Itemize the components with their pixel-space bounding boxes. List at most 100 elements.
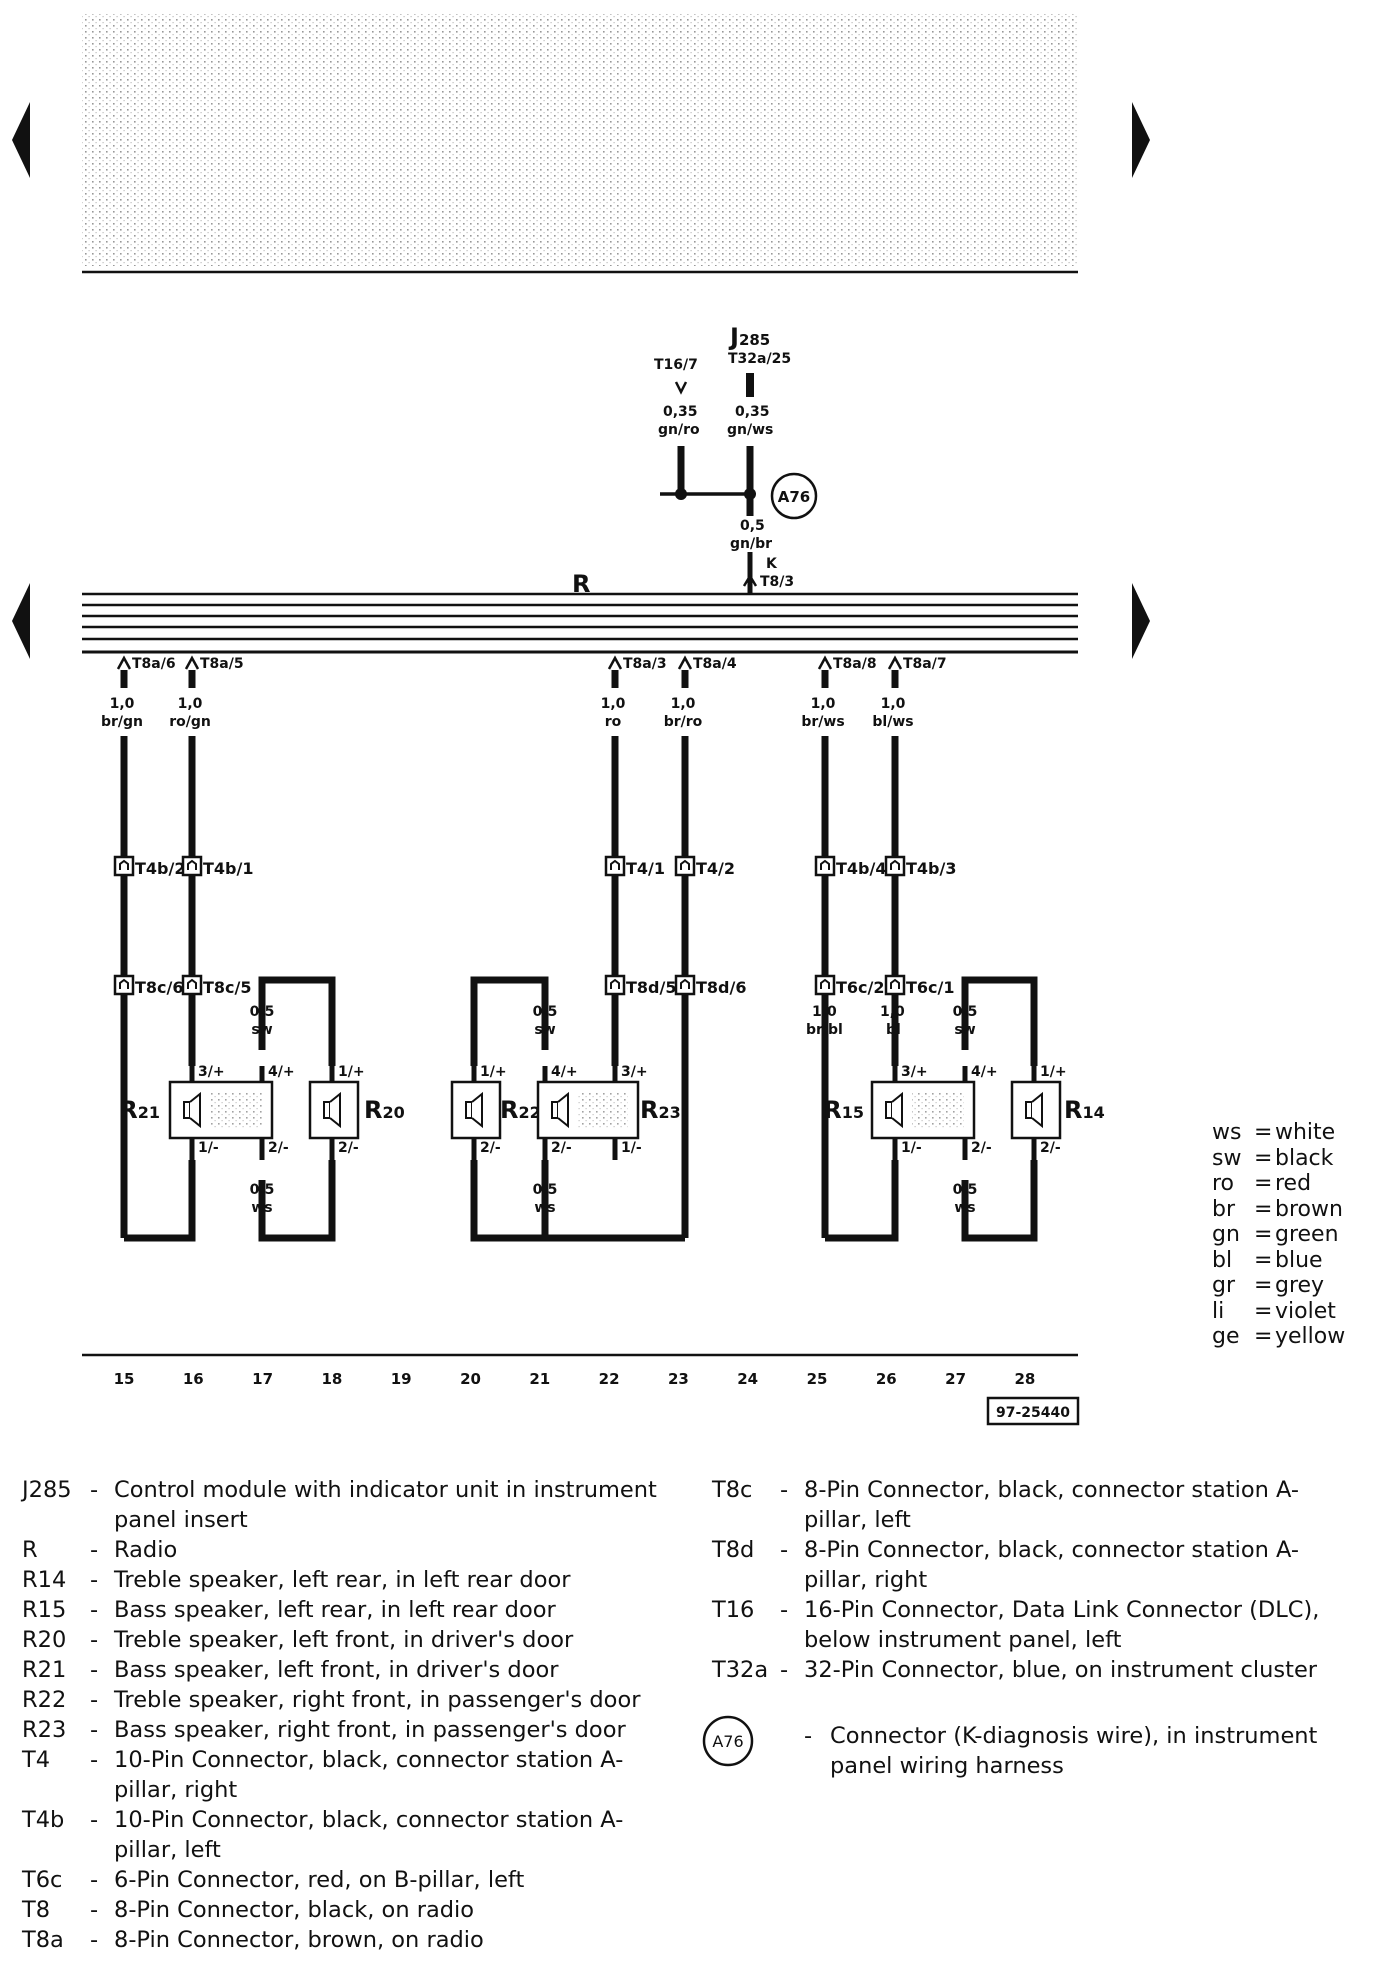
legend-item: T16-16-Pin Connector, Data Link Connecto… xyxy=(712,1595,1332,1655)
legend-desc: 8-Pin Connector, black, connector statio… xyxy=(804,1477,1300,1533)
legend-dash: - xyxy=(780,1597,789,1623)
legend-ground-item: A76 - Connector (K-diagnosis wire), in i… xyxy=(702,1715,1332,1781)
pin-arrow xyxy=(817,655,833,670)
speaker-cone xyxy=(1031,1091,1043,1129)
prev-page-arrow-top[interactable] xyxy=(12,102,30,178)
legend-item: T8a-8-Pin Connector, brown, on radio xyxy=(22,1925,662,1955)
legend-item: T32a-32-Pin Connector, blue, on instrume… xyxy=(712,1655,1332,1685)
loop-color-bottom: ws xyxy=(954,1200,975,1216)
legend-item: J285-Control module with indicator unit … xyxy=(22,1475,662,1535)
legend-dash: - xyxy=(90,1657,99,1683)
color-name: grey xyxy=(1275,1273,1325,1298)
equals-sign: = xyxy=(1254,1171,1273,1196)
legend-desc: 16-Pin Connector, Data Link Connector (D… xyxy=(804,1597,1320,1653)
legend-dash: - xyxy=(90,1927,99,1953)
speaker-fill xyxy=(210,1092,262,1128)
radio-pin-label: T8a/8 xyxy=(833,656,877,672)
speaker-pin-label: 1/- xyxy=(198,1140,219,1156)
loop-bottom-wire xyxy=(961,1160,1038,1242)
connector-symbol xyxy=(604,974,626,996)
component-legend-right: T8c-8-Pin Connector, black, connector st… xyxy=(702,1475,1332,1781)
speaker-pin-label: 4/+ xyxy=(268,1064,295,1080)
legend-code: T6c xyxy=(22,1867,63,1893)
loop-gauge-top: 0,5 xyxy=(533,1004,558,1020)
legend-dash: - xyxy=(90,1687,99,1713)
wire-gauge-j285: 0,35 xyxy=(735,404,770,420)
wire-color-t16: gn/ro xyxy=(658,422,700,438)
legend-dash: - xyxy=(90,1477,99,1503)
legend-item: T8d-8-Pin Connector, black, connector st… xyxy=(712,1535,1332,1595)
grid-number: 25 xyxy=(807,1370,828,1388)
wire-gauge: 1,0 xyxy=(110,696,135,712)
speaker-pin-label: 2/- xyxy=(971,1140,992,1156)
color-name: violet xyxy=(1275,1298,1336,1324)
color-code: ro xyxy=(1212,1171,1235,1196)
legend-desc: 8-Pin Connector, brown, on radio xyxy=(114,1927,484,1953)
wire-gauge: 1,0 xyxy=(881,696,906,712)
loop-top-wire xyxy=(470,976,549,1066)
color-code: br xyxy=(1212,1196,1236,1222)
speaker-icon xyxy=(1025,1101,1033,1119)
legend-desc: 6-Pin Connector, red, on B-pillar, left xyxy=(114,1867,525,1893)
connector-symbol xyxy=(113,855,135,877)
connector-low-label: T6c/2 xyxy=(836,978,885,997)
speaker-pin-label: 2/- xyxy=(551,1140,572,1156)
legend-desc: Bass speaker, right front, in passenger'… xyxy=(114,1717,626,1743)
color-code: gn xyxy=(1212,1222,1240,1247)
color-name: white xyxy=(1275,1120,1336,1145)
prev-page-arrow-mid[interactable] xyxy=(12,583,30,659)
legend-dash: - xyxy=(90,1807,99,1833)
next-page-arrow-mid[interactable] xyxy=(1132,583,1150,659)
loop-r23-neg xyxy=(541,1160,685,1242)
legend-code: T4b xyxy=(22,1807,65,1833)
lower-wire-color-25: br/bl xyxy=(806,1022,843,1038)
component-legend-left: J285-Control module with indicator unit … xyxy=(22,1475,662,1955)
color-key-row: ge= yellow xyxy=(1212,1324,1345,1350)
color-name: blue xyxy=(1275,1247,1323,1273)
color-code: sw xyxy=(1212,1145,1242,1171)
speaker-pin-label: 2/- xyxy=(480,1140,501,1156)
color-key-row: gn= green xyxy=(1212,1222,1345,1248)
connector-mid-label: T4b/3 xyxy=(906,859,956,878)
joined-wire-color: gn/br xyxy=(730,536,772,552)
next-page-arrow-top[interactable] xyxy=(1132,102,1150,178)
speaker-pin-label: 1/- xyxy=(621,1140,642,1156)
speaker-label: R22 xyxy=(500,1096,541,1124)
color-code: bl xyxy=(1212,1247,1233,1273)
wire-color: ro xyxy=(605,714,622,730)
connector-mid-label: T4b/2 xyxy=(135,859,185,878)
grid-number: 15 xyxy=(114,1370,135,1388)
t16-pin: T16/7 xyxy=(654,357,698,373)
connector-symbol xyxy=(884,974,906,996)
wire-color: br/ws xyxy=(801,714,844,730)
legend-desc: Treble speaker, right front, in passenge… xyxy=(114,1687,641,1713)
legend-item: T8c-8-Pin Connector, black, connector st… xyxy=(712,1475,1332,1535)
connector-pin-mark xyxy=(610,978,620,989)
equals-sign: = xyxy=(1254,1145,1273,1171)
color-name: red xyxy=(1275,1171,1312,1196)
legend-desc: 10-Pin Connector, black, connector stati… xyxy=(114,1747,624,1803)
loop-top-wire xyxy=(258,976,336,1066)
module-label: J285 xyxy=(728,323,770,351)
grid-number: 24 xyxy=(737,1370,758,1388)
wire-color: br/ro xyxy=(664,714,703,730)
drawing-number: 97-25440 xyxy=(996,1405,1070,1421)
speaker-icon xyxy=(885,1101,893,1119)
loop-r21-neg xyxy=(124,1160,196,1242)
loop-color-bottom: ws xyxy=(251,1200,272,1216)
legend-code: T16 xyxy=(712,1597,755,1623)
connector-mid-label: T4b/1 xyxy=(203,859,253,878)
connector-symbol xyxy=(814,974,836,996)
loop-gauge-bottom: 0,5 xyxy=(953,1182,978,1198)
speaker-icon xyxy=(551,1101,559,1119)
legend-item: R22-Treble speaker, right front, in pass… xyxy=(22,1685,662,1715)
joined-wire-pin-letter: K xyxy=(766,556,778,572)
speaker-pin-label: 1/+ xyxy=(1040,1064,1067,1080)
color-key-row: gr= grey xyxy=(1212,1273,1345,1299)
wire-gauge: 1,0 xyxy=(178,696,203,712)
